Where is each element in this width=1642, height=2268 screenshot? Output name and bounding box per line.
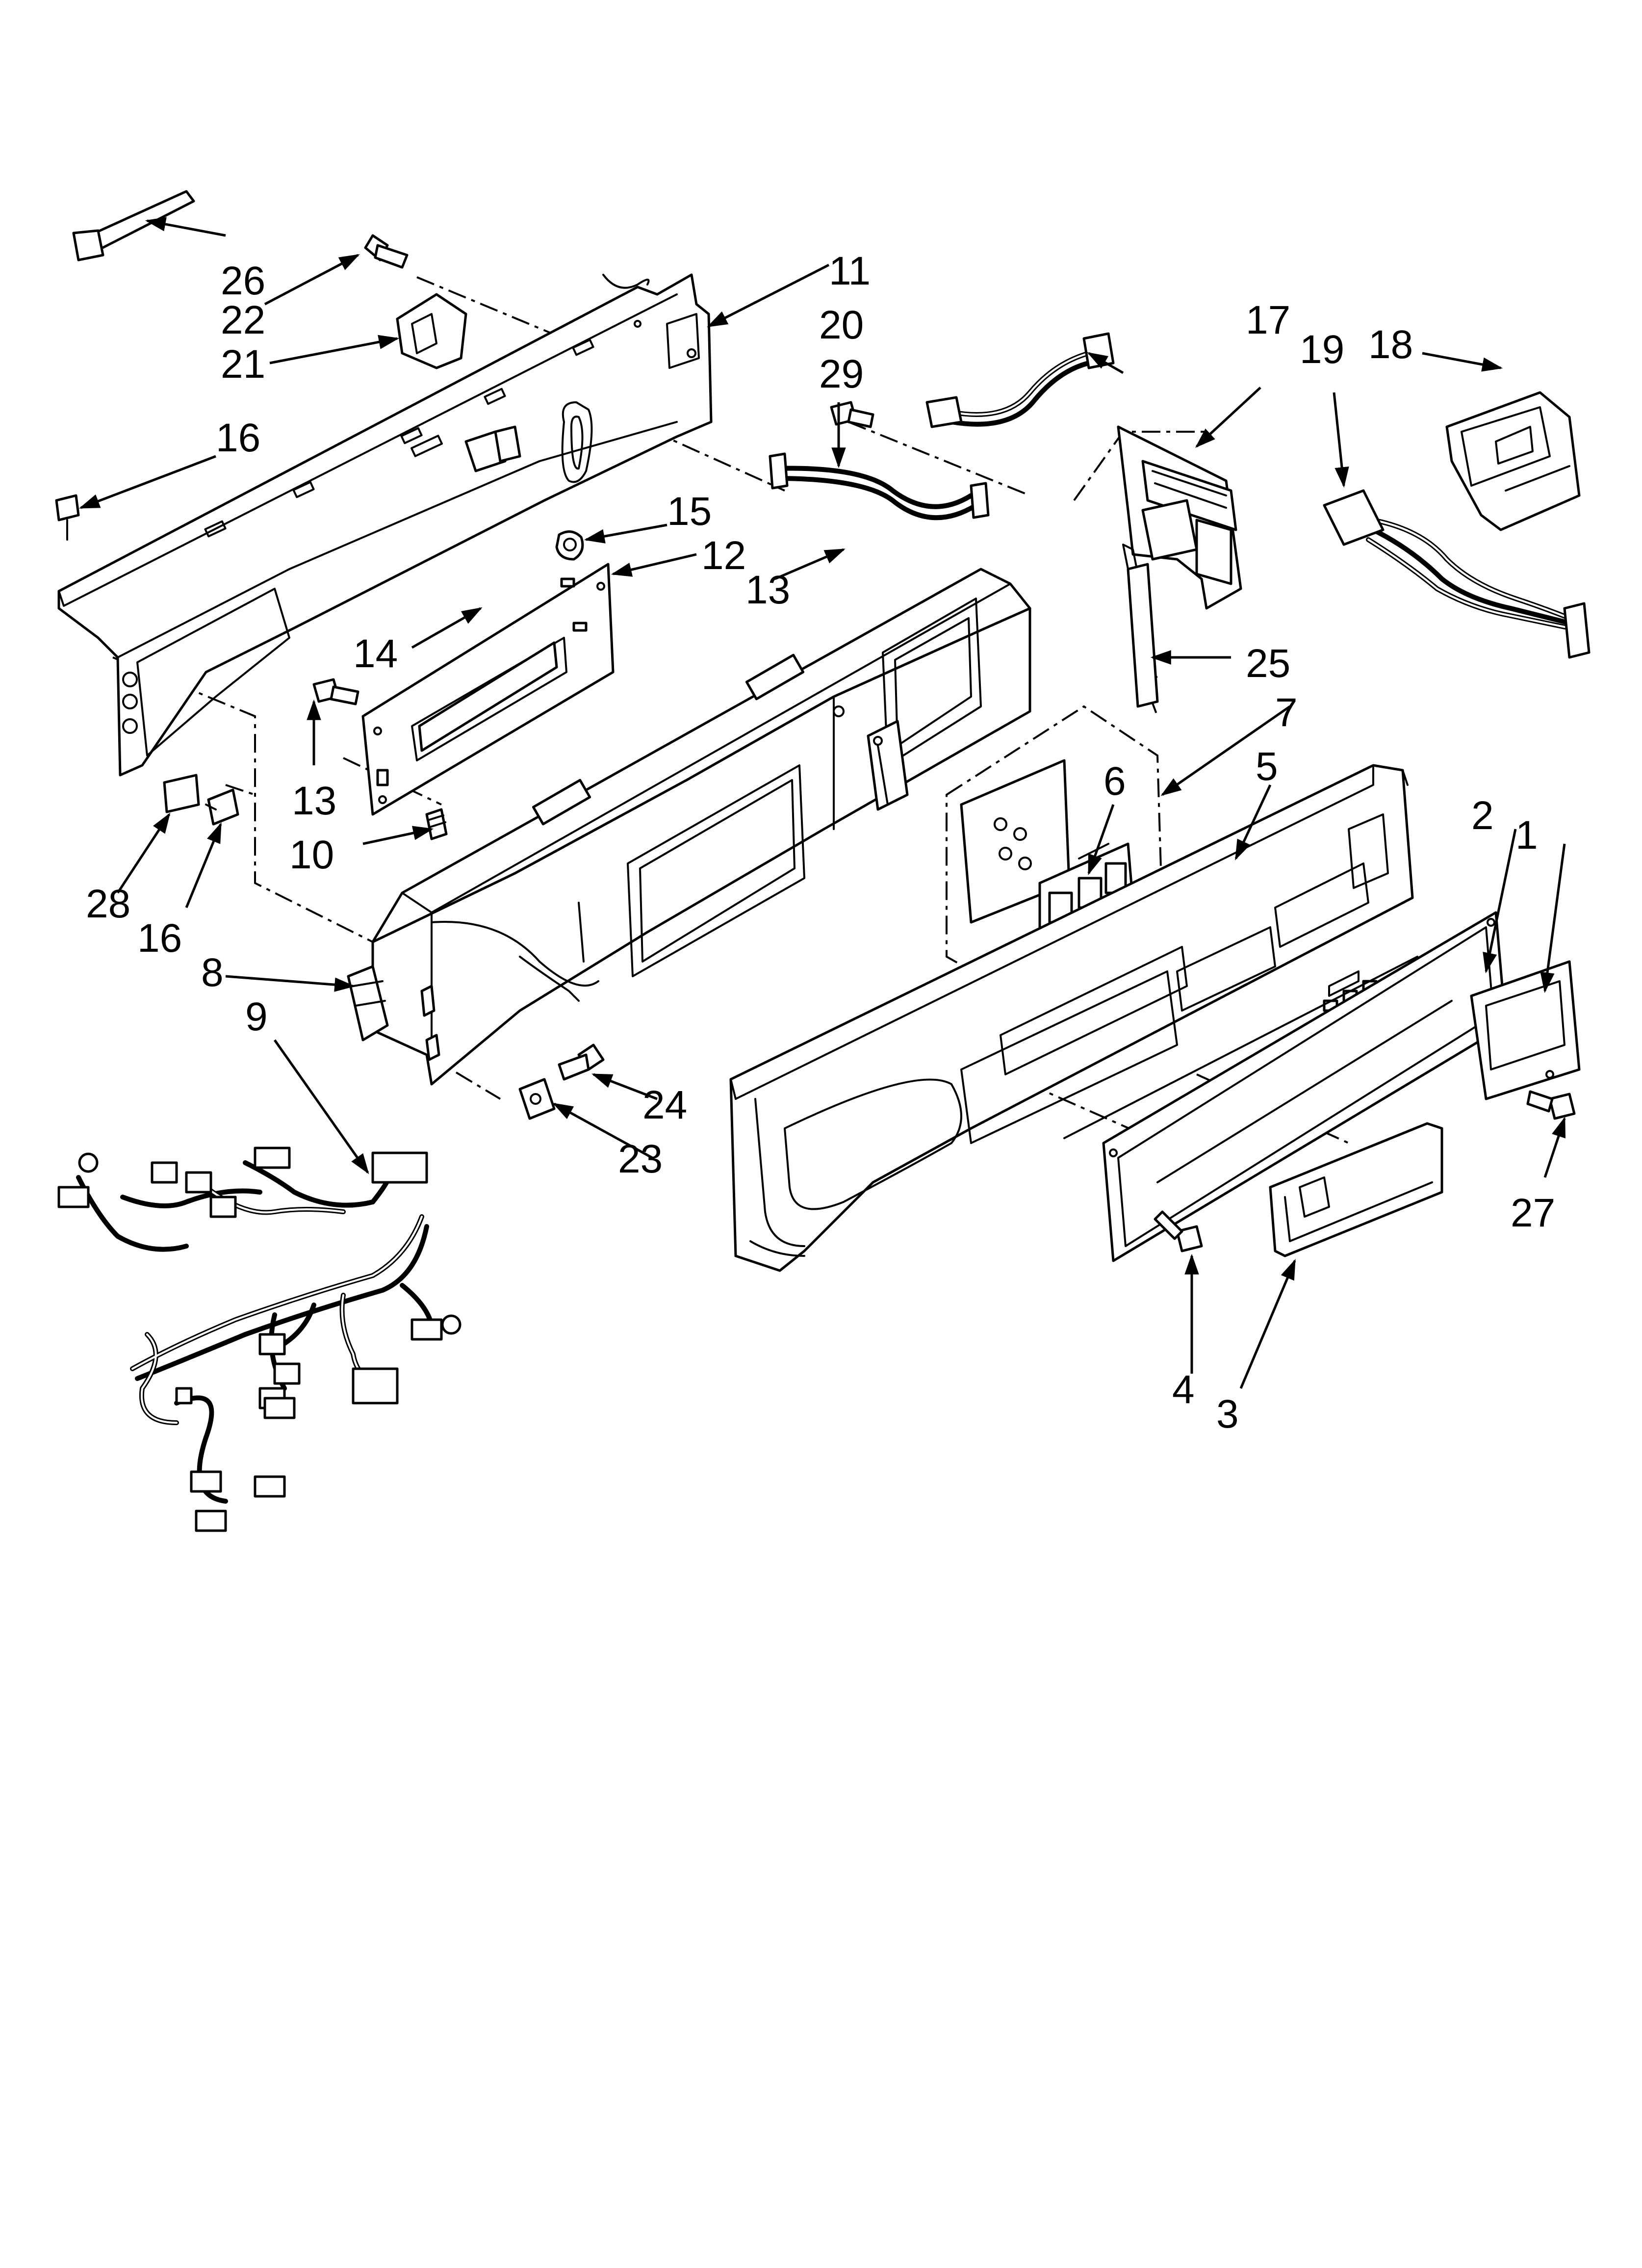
- callout-15: 15: [667, 489, 712, 534]
- small-parts: [55, 190, 1576, 1252]
- callout-3: 3: [1216, 1392, 1239, 1436]
- callout-12: 12: [701, 533, 746, 578]
- callout-8: 8: [201, 950, 224, 995]
- callout-7: 7: [1275, 690, 1298, 735]
- callout-13b: 13: [292, 779, 336, 823]
- button-panel-part: [1269, 1122, 1443, 1257]
- dispenser-module-part: [1445, 391, 1581, 531]
- wire-20-part: [925, 332, 1115, 428]
- leader-lines: [79, 217, 1566, 1389]
- callout-11: 11: [829, 249, 871, 293]
- console-back-part: [347, 568, 1031, 1086]
- callout-14: 14: [353, 631, 398, 676]
- callout-21: 21: [221, 342, 265, 387]
- rear-bracket-part: [57, 273, 713, 777]
- callout-labels: 1 2 3 4 5 6 7 8 9 10 11 12 13 13 14 15 1…: [86, 249, 1555, 1436]
- ribbon-cable-29-part: [769, 452, 990, 521]
- callout-6: 6: [1103, 759, 1126, 804]
- callout-5: 5: [1256, 744, 1278, 789]
- callout-19: 19: [1300, 327, 1344, 372]
- interface-assembly-part: [946, 705, 1164, 1002]
- main-wire-harness-part: [57, 1147, 462, 1532]
- callout-2: 2: [1471, 793, 1494, 838]
- callout-23: 23: [618, 1137, 663, 1181]
- cover-part: [1470, 960, 1581, 1100]
- callout-17: 17: [1246, 298, 1290, 342]
- callout-16b: 16: [137, 916, 182, 961]
- circuit-board-part: [361, 563, 615, 816]
- callout-13a: 13: [745, 568, 790, 612]
- callout-18: 18: [1368, 322, 1413, 367]
- callout-1: 1: [1515, 813, 1538, 858]
- callout-28: 28: [86, 882, 130, 926]
- short-wire-harness-part: [1323, 489, 1591, 659]
- callout-26: 26: [221, 259, 265, 303]
- callout-4: 4: [1172, 1367, 1195, 1412]
- callout-25: 25: [1246, 641, 1290, 686]
- callout-22: 22: [221, 298, 265, 342]
- callout-9: 9: [245, 994, 268, 1039]
- callout-27: 27: [1511, 1191, 1555, 1235]
- callout-24: 24: [642, 1083, 687, 1127]
- callout-29: 29: [819, 352, 864, 396]
- callout-10: 10: [289, 833, 334, 877]
- callout-16a: 16: [216, 416, 260, 460]
- control-board-part: [1117, 425, 1242, 610]
- callout-20: 20: [819, 303, 864, 347]
